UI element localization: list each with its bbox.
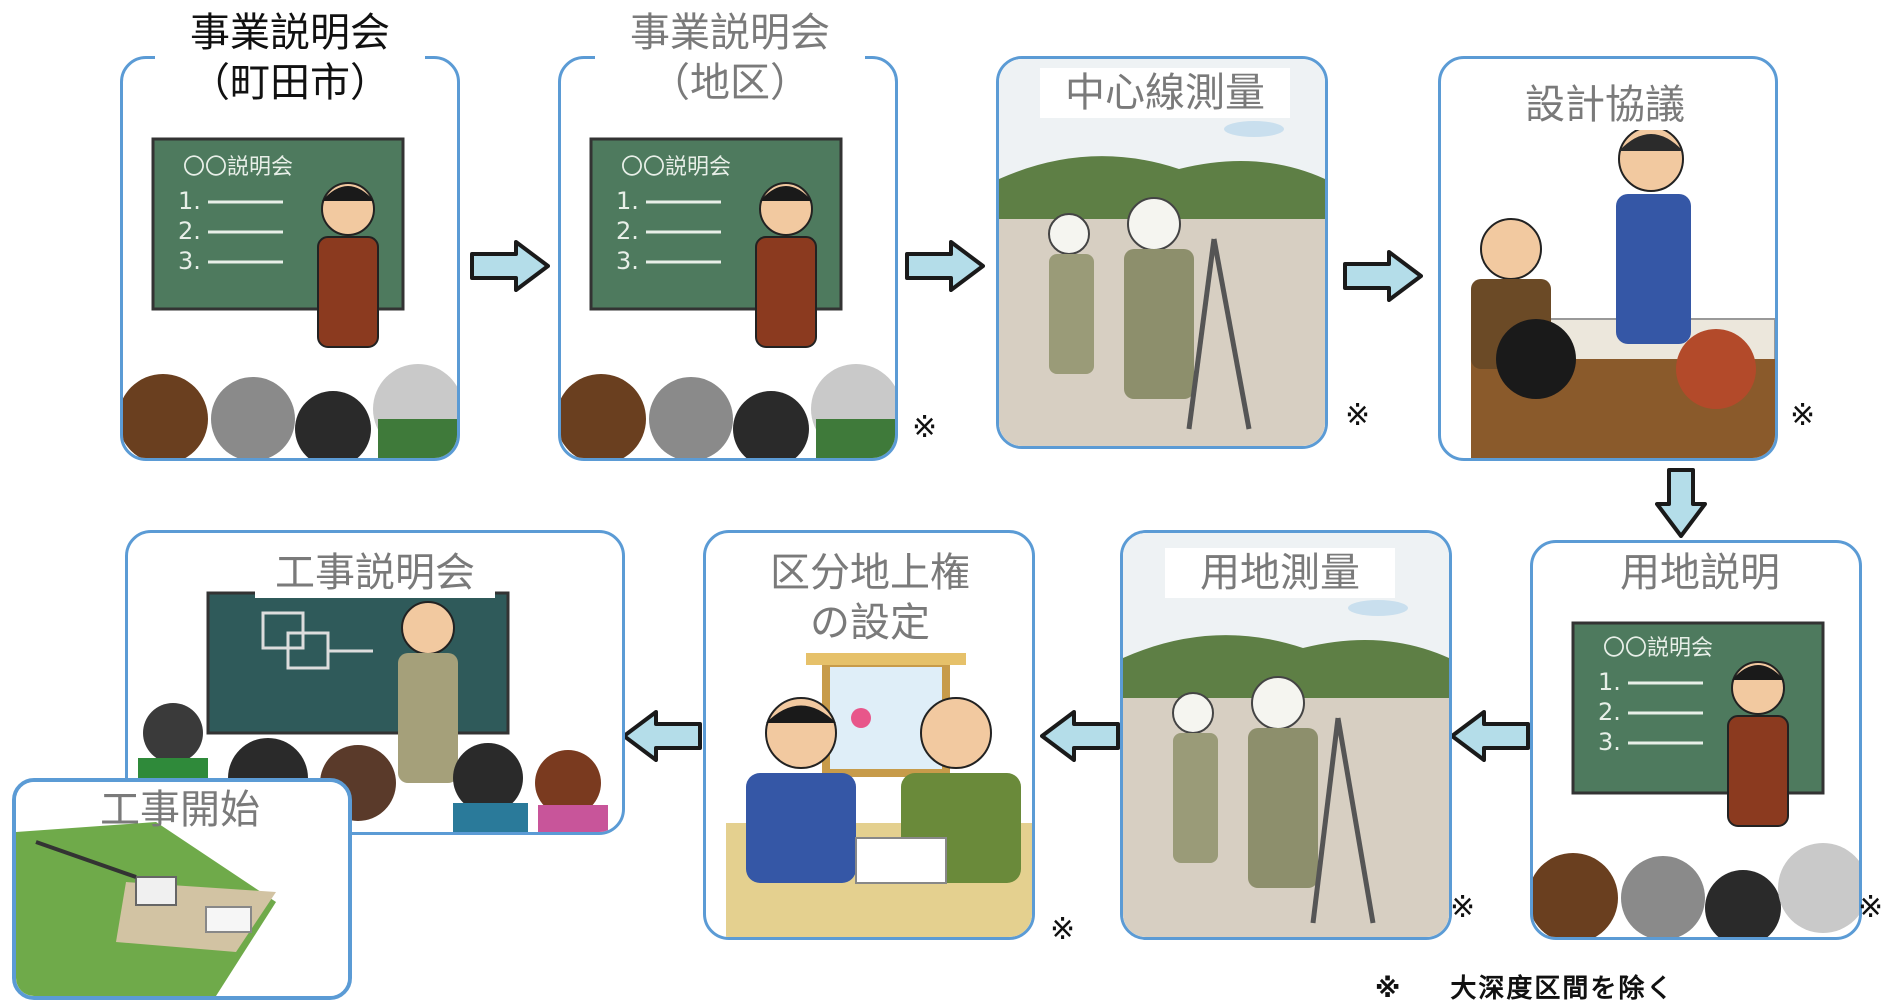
arrow-left-icon: [1450, 710, 1530, 762]
exclusion-note: ※: [1050, 912, 1076, 947]
svg-text:2.: 2.: [1598, 698, 1621, 726]
svg-text:1.: 1.: [1598, 668, 1621, 696]
exclusion-note: ※: [1450, 890, 1476, 925]
survey-illustration: [999, 59, 1325, 446]
svg-text:3.: 3.: [616, 247, 639, 275]
arrow-right-icon: [905, 240, 985, 292]
arrow-down-icon: [1655, 468, 1707, 538]
step-land-explanation: 〇〇説明会 1. 2. 3.: [1530, 540, 1862, 940]
svg-text:2.: 2.: [616, 217, 639, 245]
svg-text:〇〇説明会: 〇〇説明会: [621, 155, 731, 180]
exclusion-note: ※: [1858, 890, 1884, 925]
briefing-illustration: 〇〇説明会 1. 2. 3.: [123, 137, 457, 458]
svg-text:3.: 3.: [1598, 728, 1621, 756]
step-business-briefing-district: 〇〇説明会 1. 2. 3.: [558, 56, 898, 461]
consultation-illustration: [1471, 126, 1775, 458]
step-land-survey: [1120, 530, 1452, 940]
svg-text:2.: 2.: [178, 217, 201, 245]
arrow-right-icon: [1343, 250, 1423, 302]
footnote: ※ 大深度区間を除く: [1375, 968, 1674, 1005]
survey-illustration: [1123, 533, 1449, 937]
arrow-left-icon: [622, 710, 702, 762]
svg-text:〇〇説明会: 〇〇説明会: [1603, 636, 1713, 661]
exclusion-note: ※: [912, 410, 938, 445]
exclusion-note: ※: [1790, 398, 1816, 433]
step-label: 設計協議: [1490, 80, 1720, 130]
step-business-briefing-city: 〇〇説明会 1. 2. 3.: [120, 56, 460, 461]
step-label: 工事説明会: [255, 548, 495, 598]
step-label: 事業説明会 （地区）: [595, 8, 865, 108]
step-label: 用地測量: [1165, 548, 1395, 598]
step-centerline-survey: [996, 56, 1328, 449]
step-construction-start: [12, 778, 352, 1000]
footnote-text: 大深度区間を除く: [1450, 974, 1675, 1004]
exclusion-note: ※: [1345, 398, 1371, 433]
tunnel-illustration: [16, 782, 348, 996]
step-label: 区分地上権 の設定: [740, 548, 1000, 648]
contract-illustration: [726, 653, 1032, 937]
arrow-left-icon: [1040, 710, 1120, 762]
step-label: 用地説明: [1585, 548, 1815, 598]
svg-text:〇〇説明会: 〇〇説明会: [183, 155, 293, 180]
arrow-right-icon: [470, 240, 550, 292]
step-label: 中心線測量: [1040, 68, 1290, 118]
briefing-illustration: 〇〇説明会 1. 2. 3.: [561, 137, 895, 458]
svg-text:1.: 1.: [616, 187, 639, 215]
step-label: 工事開始: [100, 787, 260, 833]
briefing-illustration: 〇〇説明会 1. 2. 3.: [1533, 621, 1859, 937]
footnote-mark: ※: [1375, 974, 1403, 1004]
svg-text:1.: 1.: [178, 187, 201, 215]
svg-text:3.: 3.: [178, 247, 201, 275]
step-label: 事業説明会 （町田市）: [155, 8, 425, 108]
